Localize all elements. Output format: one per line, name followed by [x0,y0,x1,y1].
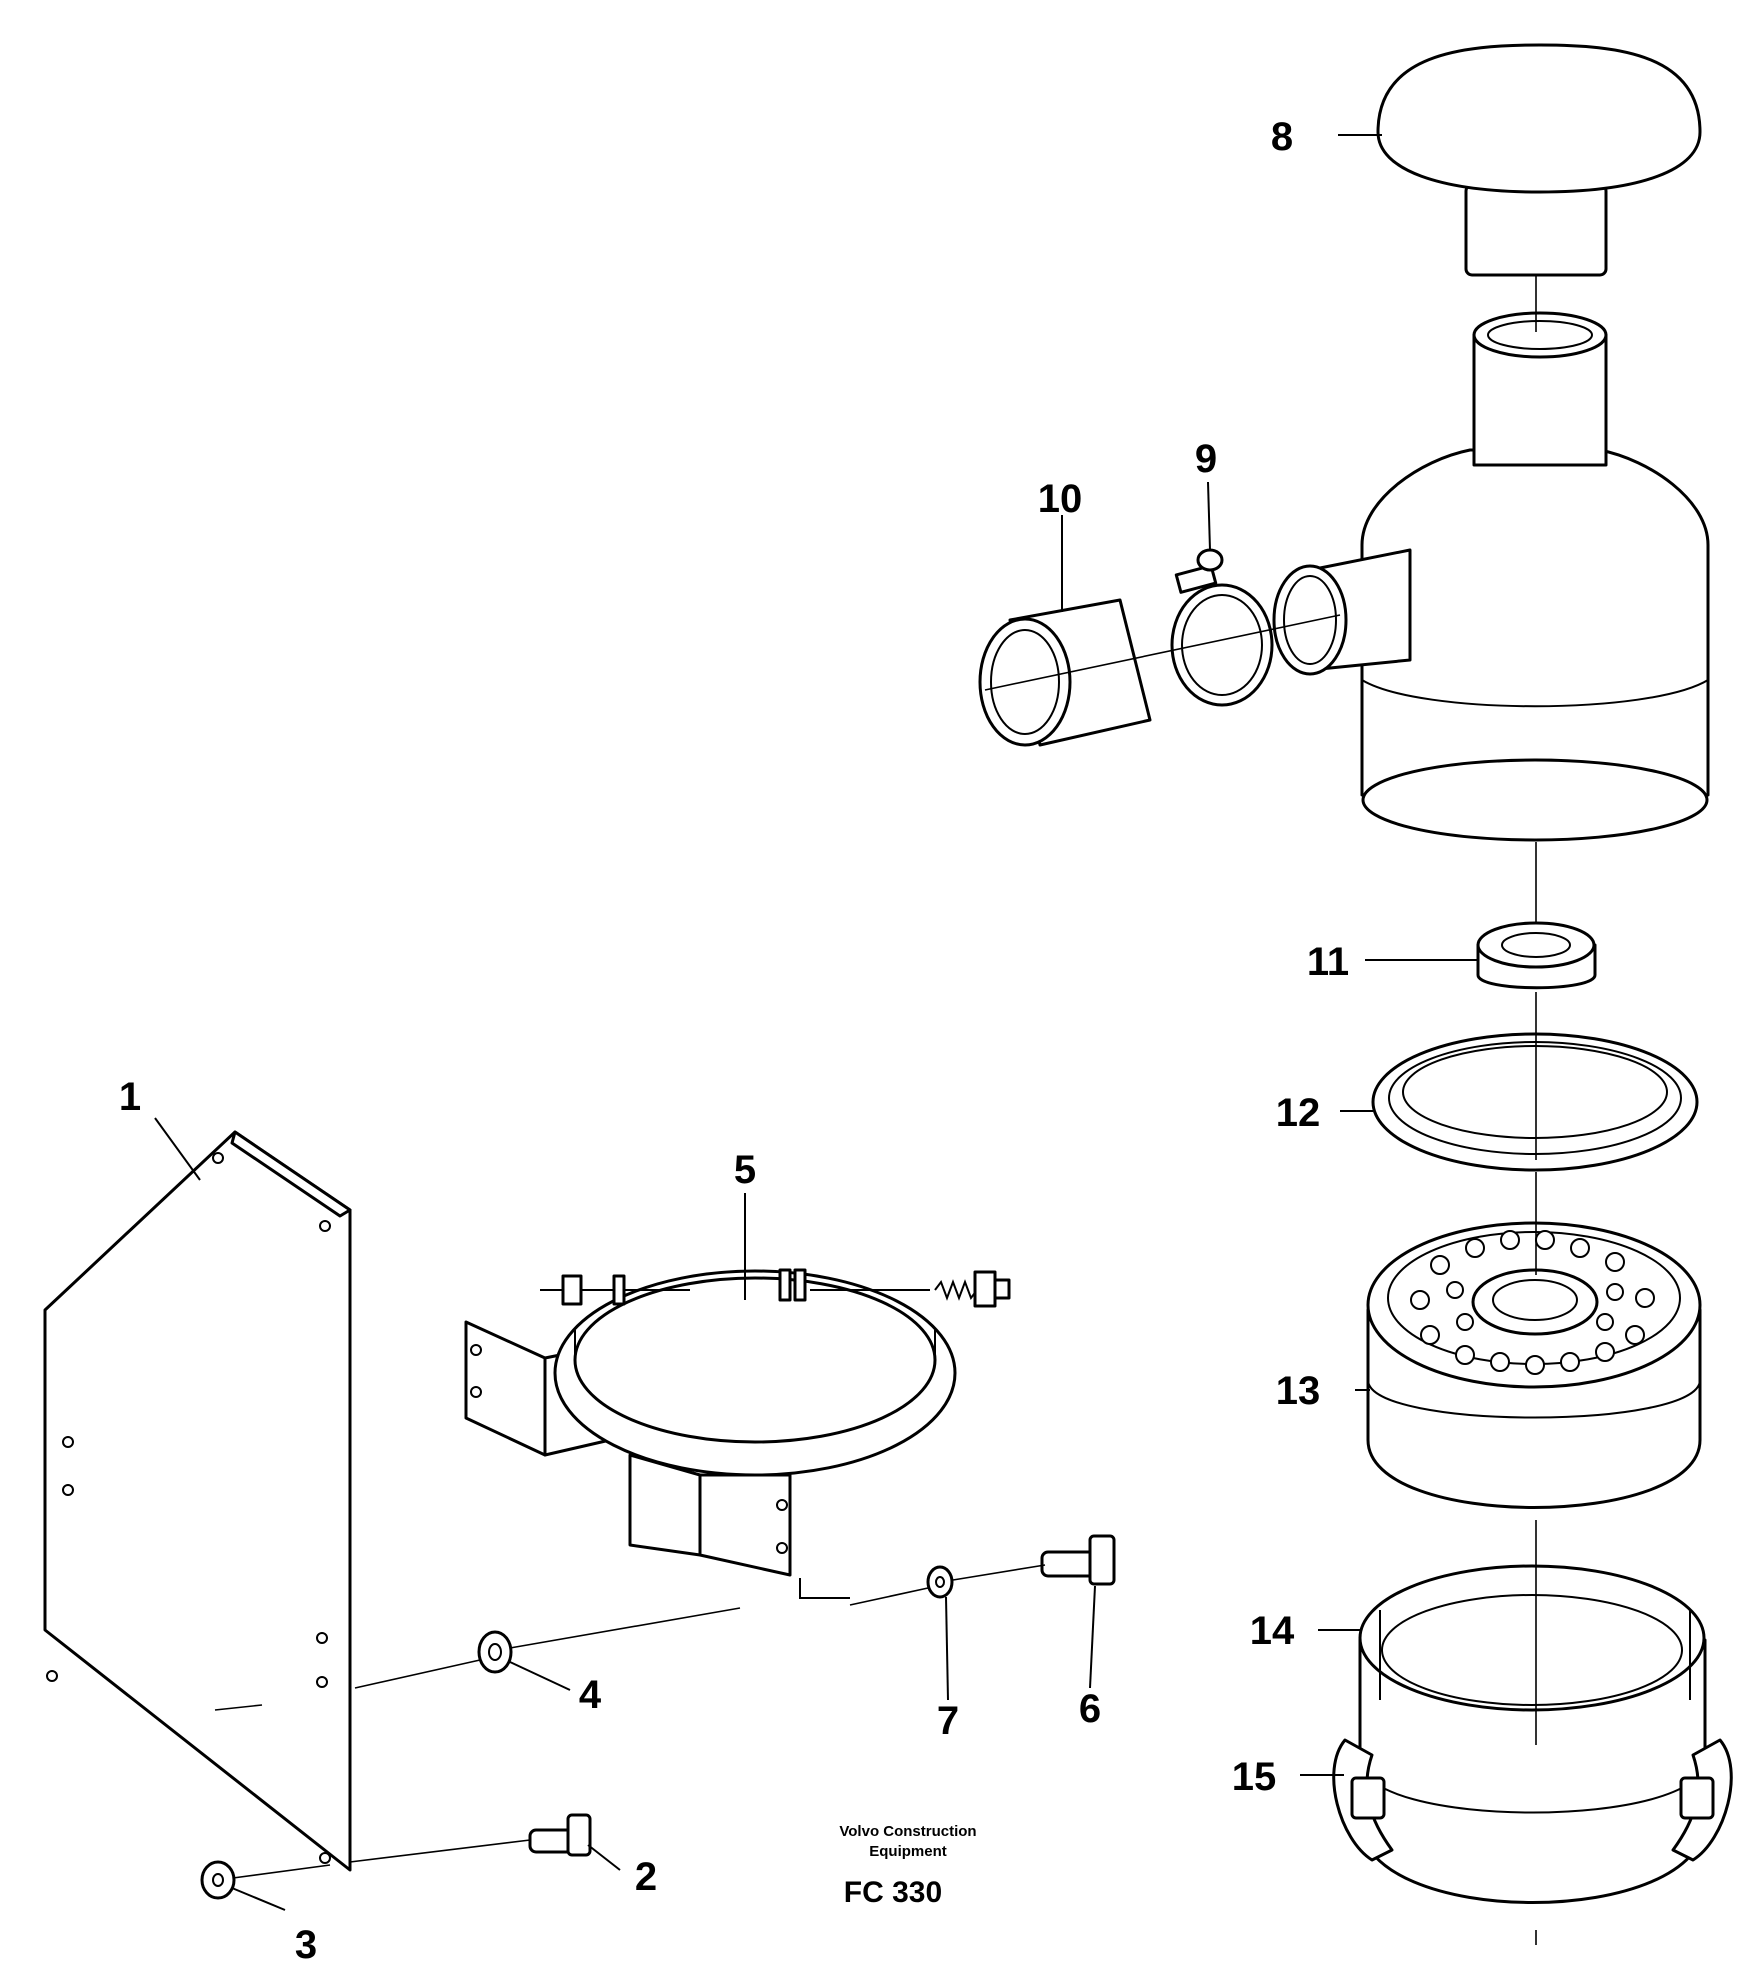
leader-lines [154,134,1478,1911]
callout-12: 12 [1276,1091,1321,1135]
part-1-mounting-plate [43,1130,352,1872]
callout-4: 4 [579,1673,602,1717]
callout-11: 11 [1307,940,1349,984]
callout-9: 9 [1195,437,1217,481]
figure-credit: Volvo Construction Equipment FC 330 [839,1823,976,1909]
callout-6: 6 [1079,1687,1101,1731]
inlet-axis-line [984,614,1341,691]
credit-line-2: Equipment [869,1843,947,1860]
part-7-washer [926,1565,954,1599]
figure-code: FC 330 [844,1876,942,1909]
credit-line-1: Volvo Construction [839,1823,976,1840]
part-5-clamp-bracket [464,1268,1011,1599]
callout-15: 15 [1232,1755,1277,1799]
callout-8: 8 [1271,115,1293,159]
part-9-hose-clamp [1170,548,1274,707]
part-12-seal-ring [1371,1032,1699,1172]
part-13-filter-element [1366,1221,1702,1509]
part-14-dust-bowl [1358,1564,1707,1904]
callout-3: 3 [295,1923,317,1967]
part-11-bushing [1476,921,1597,990]
part-6-bolt [1040,1534,1116,1586]
callout-13: 13 [1276,1369,1321,1413]
callout-10: 10 [1038,477,1083,521]
filter-perforations [1410,1230,1655,1375]
assembly-axis-lines-left [214,1564,1046,1879]
air-cleaner-body [1272,311,1710,842]
part-15-bowl-clamps [1332,1738,1733,1862]
callout-2: 2 [635,1855,657,1899]
callout-14: 14 [1250,1609,1295,1653]
callout-5: 5 [734,1148,756,1192]
part-8-rain-cap [1376,43,1702,277]
part-3-nut [200,1860,236,1900]
callout-1: 1 [119,1075,141,1119]
callout-labels: 1 2 3 4 5 6 7 8 9 10 11 12 13 14 15 [119,115,1349,1967]
part-4-spacer [477,1630,513,1674]
callout-7: 7 [937,1699,959,1743]
part-2-screw [528,1813,592,1857]
